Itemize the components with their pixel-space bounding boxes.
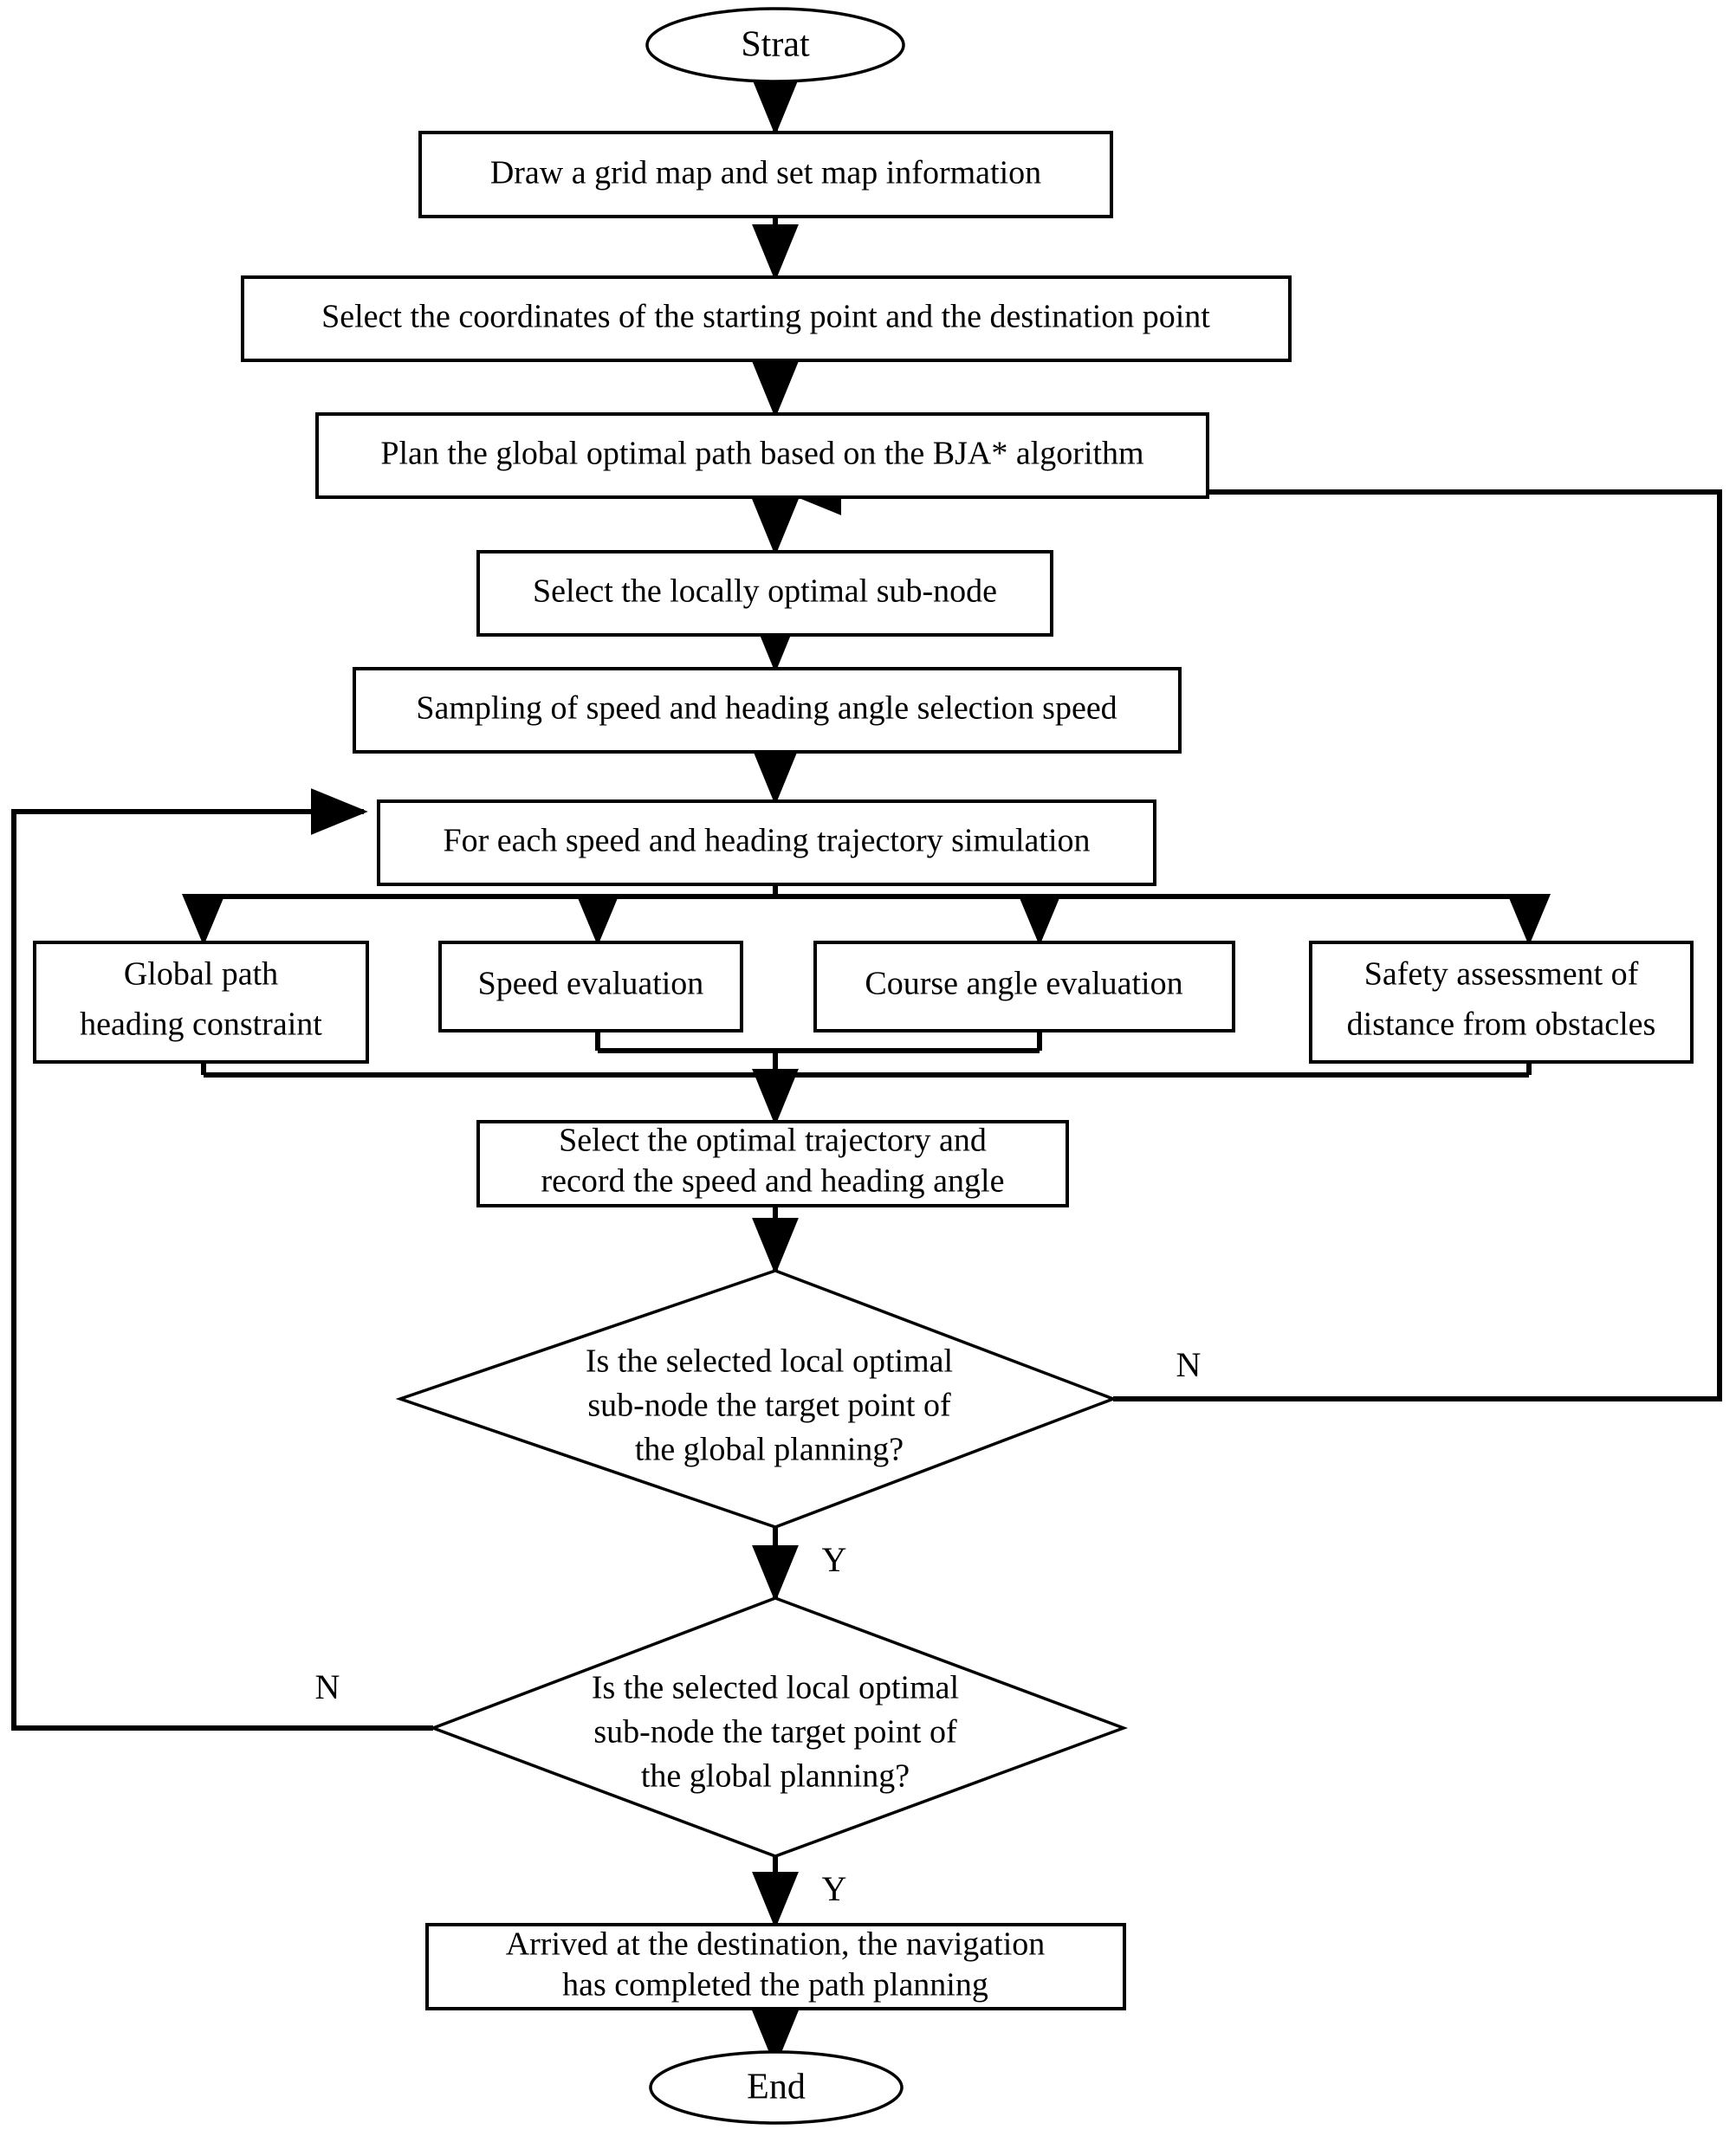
decision-1-label-line3: the global planning? [635, 1432, 904, 1468]
eval-speed-label: Speed evaluation [478, 966, 704, 1002]
node-arrived[interactable]: Arrived at the destination, the navigati… [425, 1923, 1126, 2010]
node-select-traj[interactable]: Select the optimal trajectory and record… [476, 1120, 1069, 1207]
draw-map-label: Draw a grid map and set map information [490, 155, 1041, 191]
decision-1-no-label: N [1176, 1345, 1202, 1384]
start-ellipse [645, 7, 905, 83]
edge-decision2-no-loop [11, 788, 433, 1731]
decision-2-label-line3: the global planning? [641, 1758, 910, 1795]
eval-global-path-label-line2: heading constraint [80, 1007, 322, 1043]
decision-2-diamond [429, 1596, 1129, 1858]
edge-decision1-no-loop [784, 469, 1722, 1401]
arrived-label-line1: Arrived at the destination, the navigati… [506, 1926, 1046, 1963]
arrived-box [425, 1923, 1126, 2010]
start-label: Strat [741, 25, 810, 65]
plan-global-box [315, 412, 1209, 499]
decision-1-diamond [395, 1269, 1117, 1529]
decision-2-label-line2: sub-node the target point of [593, 1714, 957, 1751]
decision-2-no-label: N [315, 1667, 340, 1706]
plan-global-label: Plan the global optimal path based on th… [380, 436, 1143, 472]
arrived-label-line2: has completed the path planning [562, 1967, 988, 2003]
select-traj-label-line1: Select the optimal trajectory and [559, 1123, 987, 1159]
decision-2-yes-label: Y [822, 1869, 847, 1908]
select-subnode-label: Select the locally optimal sub-node [533, 573, 997, 610]
select-traj-box [476, 1120, 1069, 1207]
node-eval-speed[interactable]: Speed evaluation [438, 941, 743, 1032]
node-eval-global-path[interactable]: Global path heading constraint [33, 941, 369, 1064]
node-end[interactable]: End [649, 2050, 904, 2125]
end-ellipse [649, 2050, 904, 2125]
node-eval-safety[interactable]: Safety assessment of distance from obsta… [1309, 941, 1694, 1064]
eval-safety-box [1309, 941, 1694, 1064]
decision-1-yes-label: Y [822, 1540, 847, 1579]
sampling-box [353, 667, 1182, 754]
node-draw-map[interactable]: Draw a grid map and set map information [418, 131, 1113, 218]
simulate-box [377, 799, 1156, 886]
draw-map-box [418, 131, 1113, 218]
select-subnode-box [476, 550, 1053, 637]
node-sampling[interactable]: Sampling of speed and heading angle sele… [353, 667, 1182, 754]
node-decision-1[interactable]: Is the selected local optimal sub-node t… [395, 1269, 1117, 1529]
eval-safety-label-line2: distance from obstacles [1347, 1007, 1656, 1043]
eval-speed-box [438, 941, 743, 1032]
node-select-coords[interactable]: Select the coordinates of the starting p… [241, 275, 1292, 362]
select-coords-label: Select the coordinates of the starting p… [321, 299, 1210, 335]
node-eval-course[interactable]: Course angle evaluation [813, 941, 1235, 1032]
decision-1-label-line2: sub-node the target point of [587, 1388, 951, 1424]
sampling-label: Sampling of speed and heading angle sele… [416, 690, 1117, 727]
select-coords-box [241, 275, 1292, 362]
decision-1-label-line1: Is the selected local optimal [586, 1343, 953, 1380]
select-traj-label-line2: record the speed and heading angle [541, 1163, 1005, 1200]
eval-course-label: Course angle evaluation [865, 966, 1182, 1002]
eval-global-path-label-line1: Global path [124, 956, 278, 993]
end-label: End [747, 2068, 806, 2107]
eval-safety-label-line1: Safety assessment of [1364, 956, 1639, 993]
decision-2-label-line1: Is the selected local optimal [592, 1670, 959, 1706]
node-decision-2[interactable]: Is the selected local optimal sub-node t… [429, 1596, 1129, 1858]
node-plan-global[interactable]: Plan the global optimal path based on th… [315, 412, 1209, 499]
node-start[interactable]: Strat [645, 7, 905, 83]
simulate-label: For each speed and heading trajectory si… [443, 823, 1090, 859]
node-simulate[interactable]: For each speed and heading trajectory si… [377, 799, 1156, 886]
eval-course-box [813, 941, 1235, 1032]
eval-global-path-box [33, 941, 369, 1064]
node-select-subnode[interactable]: Select the locally optimal sub-node [476, 550, 1053, 637]
